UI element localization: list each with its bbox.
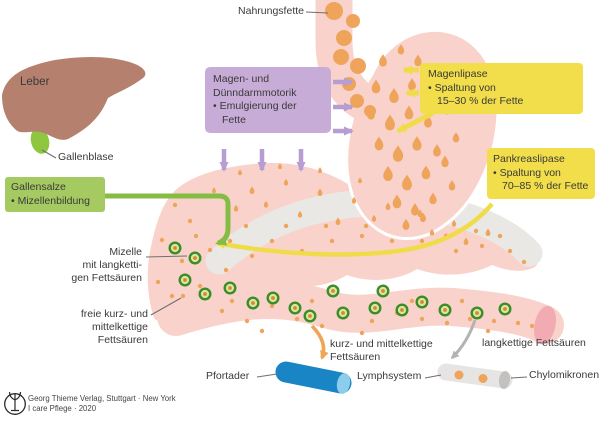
- pancreatic-lipase-arrow: [215, 202, 494, 257]
- footer-publisher: Georg Thieme Verlag, Stuttgart · New Yor…: [28, 394, 176, 403]
- kurz-label-line: kurz- und mittelkettige: [330, 338, 433, 350]
- gallenblase-label: Gallenblase: [58, 151, 114, 163]
- pankreaslipase-box-line: Pankreaslipase: [493, 153, 565, 165]
- micelle-icons: [168, 241, 512, 323]
- mizelle-label: Mizelle mit langketti- gen Fettsäuren: [56, 246, 142, 285]
- chylomicron-icons: [454, 370, 488, 383]
- nahrungsfette-label: Nahrungsfette: [238, 5, 304, 17]
- pfortader-label: Pfortader: [206, 370, 250, 382]
- gallensalze-box-line: Gallensalze: [11, 181, 66, 193]
- footer-source: I care Pflege · 2020: [28, 403, 97, 413]
- lymph-vessel-shape: [437, 363, 513, 389]
- bile-salts-arrow: [99, 193, 231, 246]
- chylomikronen-label: Chylomikronen: [529, 369, 600, 381]
- freie-label-line: freie kurz- und: [80, 308, 148, 320]
- intestine-shape: [147, 162, 539, 321]
- mizelle-label-line: gen Fettsäuren: [71, 272, 142, 284]
- motorik-box-line: Magen- und: [213, 73, 270, 85]
- gallensalze-box: Gallensalze • Mizellenbildung: [5, 177, 105, 212]
- magenlipase-box-line: Magenlipase: [428, 68, 488, 80]
- pankreaslipase-box-line: 70–85 % der Fette: [502, 180, 589, 192]
- gallbladder-shape: [30, 128, 50, 154]
- thieme-tree-logo-icon: [4, 391, 26, 415]
- motorik-box-line: • Emulgierung der: [213, 100, 297, 112]
- gastric-lipase-arrows: [396, 65, 435, 134]
- pankreaslipase-box-line: • Spaltung von: [493, 166, 561, 179]
- magenlipase-box-line: • Spaltung von: [428, 81, 496, 94]
- leber-label: Leber: [20, 76, 50, 88]
- freie-label-line: Fettsäuren: [97, 334, 148, 346]
- motility-arrows: [219, 77, 354, 172]
- freie-fettsaeuren-label: freie kurz- und mittelkettige Fettsäuren: [56, 308, 148, 347]
- motorik-box-line: Fette: [222, 113, 246, 126]
- magenlipase-box: Magenlipase • Spaltung von 15–30 % der F…: [420, 63, 583, 114]
- portal-vein-shape: [275, 361, 352, 394]
- kurz-label-line: Fettsäuren: [330, 351, 381, 363]
- mizelle-label-line: Mizelle: [109, 246, 142, 258]
- gallensalze-box-line: • Mizellenbildung: [11, 194, 90, 207]
- freie-label-line: mittelkettige: [91, 321, 148, 333]
- langkettige-label: langkettige Fettsäuren: [482, 337, 586, 349]
- motorik-box-line: Dünndarmmotorik: [213, 86, 297, 99]
- liver-shape: [2, 56, 146, 154]
- mizelle-label-line: mit langketti-: [82, 259, 142, 271]
- motorik-box: Magen- und Dünndarmmotorik • Emulgierung…: [205, 67, 331, 133]
- lymphsystem-label: Lymphsystem: [357, 370, 422, 382]
- pointer-lines: [41, 11, 528, 379]
- footer-credit: Georg Thieme Verlag, Stuttgart · New Yor…: [28, 394, 176, 413]
- pankreaslipase-box: Pankreaslipase • Spaltung von 70–85 % de…: [487, 148, 595, 199]
- magenlipase-box-line: 15–30 % der Fette: [437, 95, 524, 107]
- kurz-mittelkettige-label: kurz- und mittelkettige Fettsäuren: [330, 338, 433, 364]
- lymph-arrow: [450, 319, 477, 360]
- portal-vein-arrow: [310, 324, 329, 360]
